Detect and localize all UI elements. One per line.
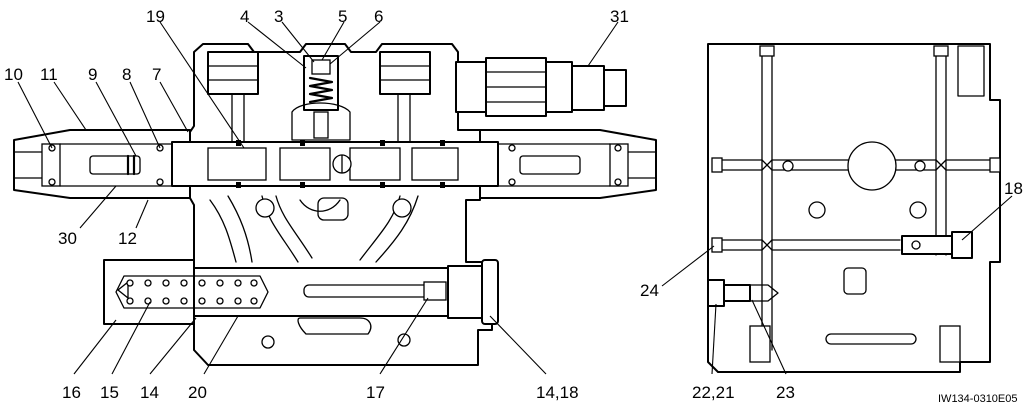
callout-30: 30 [58,229,77,248]
right-spring-housing [479,129,657,199]
callout-12: 12 [118,229,137,248]
callout-11: 11 [40,65,58,84]
figure-reference-code: IW134-0310E05 [938,393,1018,405]
center-check-valve [291,55,351,141]
upper-ports [207,51,431,143]
callout-14-18: 14,18 [536,383,579,402]
callout-20: 20 [188,383,207,402]
callout-22-21: 22,21 [692,383,735,402]
callout-19: 19 [146,7,165,26]
callout-4: 4 [240,7,249,26]
callout-18: 18 [1004,179,1023,198]
main-spool [171,140,499,188]
callout-6: 6 [374,7,383,26]
callout-14: 14 [140,383,159,402]
callout-5: 5 [338,7,347,26]
callout-7: 7 [152,65,161,84]
callout-17: 17 [366,383,385,402]
right-face-view [707,43,1001,373]
callout-8: 8 [122,65,131,84]
callout-24: 24 [640,281,659,300]
left-sectional-view [13,43,657,366]
left-spring-housing [13,129,191,199]
callout-31: 31 [610,7,629,26]
callout-16: 16 [62,383,81,402]
callout-15: 15 [100,383,119,402]
callout-10: 10 [4,65,23,84]
callout-23: 23 [776,383,795,402]
leader-lines [17,21,1013,375]
callout-9: 9 [88,65,97,84]
callout-3: 3 [274,7,283,26]
relief-valve [103,259,499,325]
solenoid-valve [455,57,627,117]
